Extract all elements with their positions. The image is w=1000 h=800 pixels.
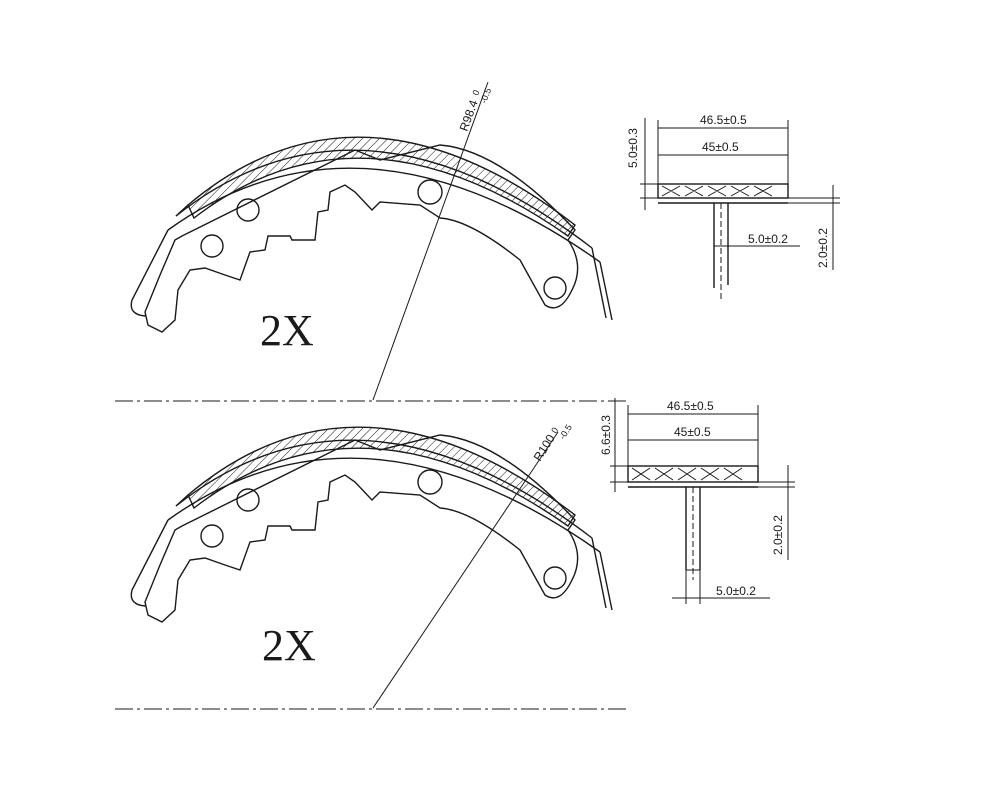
inner-width-dim-2: 45±0.5	[674, 425, 711, 439]
rim-thickness-dim-2: 2.0±0.2	[771, 515, 785, 555]
outer-width-dim-1: 46.5±0.5	[700, 113, 747, 127]
radius-label-1: R98.4	[457, 98, 481, 133]
quantity-label-2: 2X	[262, 621, 316, 670]
lining-thickness-dim-2: 6.6±0.3	[599, 415, 613, 455]
radius-leader-2	[372, 431, 559, 709]
outer-width-dim-2: 46.5±0.5	[667, 399, 714, 413]
quantity-label-1: 2X	[260, 306, 314, 355]
radius-tol-upper-1: 0	[470, 89, 481, 97]
shoe-view-1: R98.4 0 -0.5 2X	[115, 81, 630, 402]
section-view-2: 46.5±0.5 45±0.5 6.6±0.3 5.0±0.2 2.0±0.2	[599, 398, 795, 604]
radius-tol-upper-2: 0	[549, 426, 560, 436]
web-thickness-dim-1: 5.0±0.2	[748, 232, 788, 246]
radius-label-2: R100	[531, 432, 558, 464]
rim-thickness-dim-1: 2.0±0.2	[816, 228, 830, 268]
inner-width-dim-1: 45±0.5	[702, 140, 739, 154]
radius-leader-1	[372, 81, 489, 401]
web-thickness-dim-2: 5.0±0.2	[716, 584, 756, 598]
radius-tol-lower-1: -0.5	[478, 87, 493, 105]
lining-thickness-dim-1: 5.0±0.3	[626, 128, 640, 168]
shoe-view-2: R100 0 -0.5 2X	[115, 423, 630, 710]
radius-tol-lower-2: -0.5	[557, 423, 574, 441]
section-view-1: 46.5±0.5 45±0.5 5.0±0.3 5.0±0.2 2.0±0.2	[626, 113, 840, 300]
